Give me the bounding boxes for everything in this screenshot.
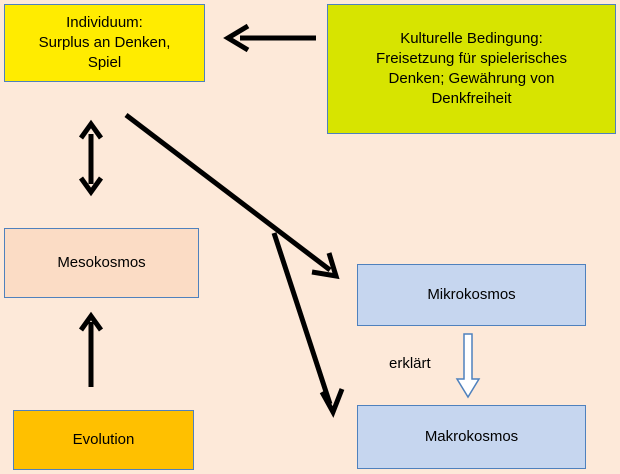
edge-label-erklaert: erklärt [389,355,431,372]
node-evolution: Evolution [13,410,194,470]
node-mesokosmos: Mesokosmos [4,228,199,298]
node-mikrokosmos: Mikrokosmos [357,264,586,326]
hollow-arrow-mikro-to-makro [455,333,481,399]
node-kulturelle-bedingung: Kulturelle Bedingung: Freisetzung für sp… [327,4,616,134]
arrow-individuum-to-mikrokosmos [124,113,340,280]
arrow-individuum-mesokosmos-bidirectional [78,119,104,197]
arrow-evolution-to-mesokosmos [78,311,104,387]
node-individuum: Individuum: Surplus an Denken, Spiel [4,4,205,82]
arrow-kultur-to-individuum [223,23,316,53]
arrow-to-makrokosmos [271,232,345,418]
node-makrokosmos: Makrokosmos [357,405,586,469]
